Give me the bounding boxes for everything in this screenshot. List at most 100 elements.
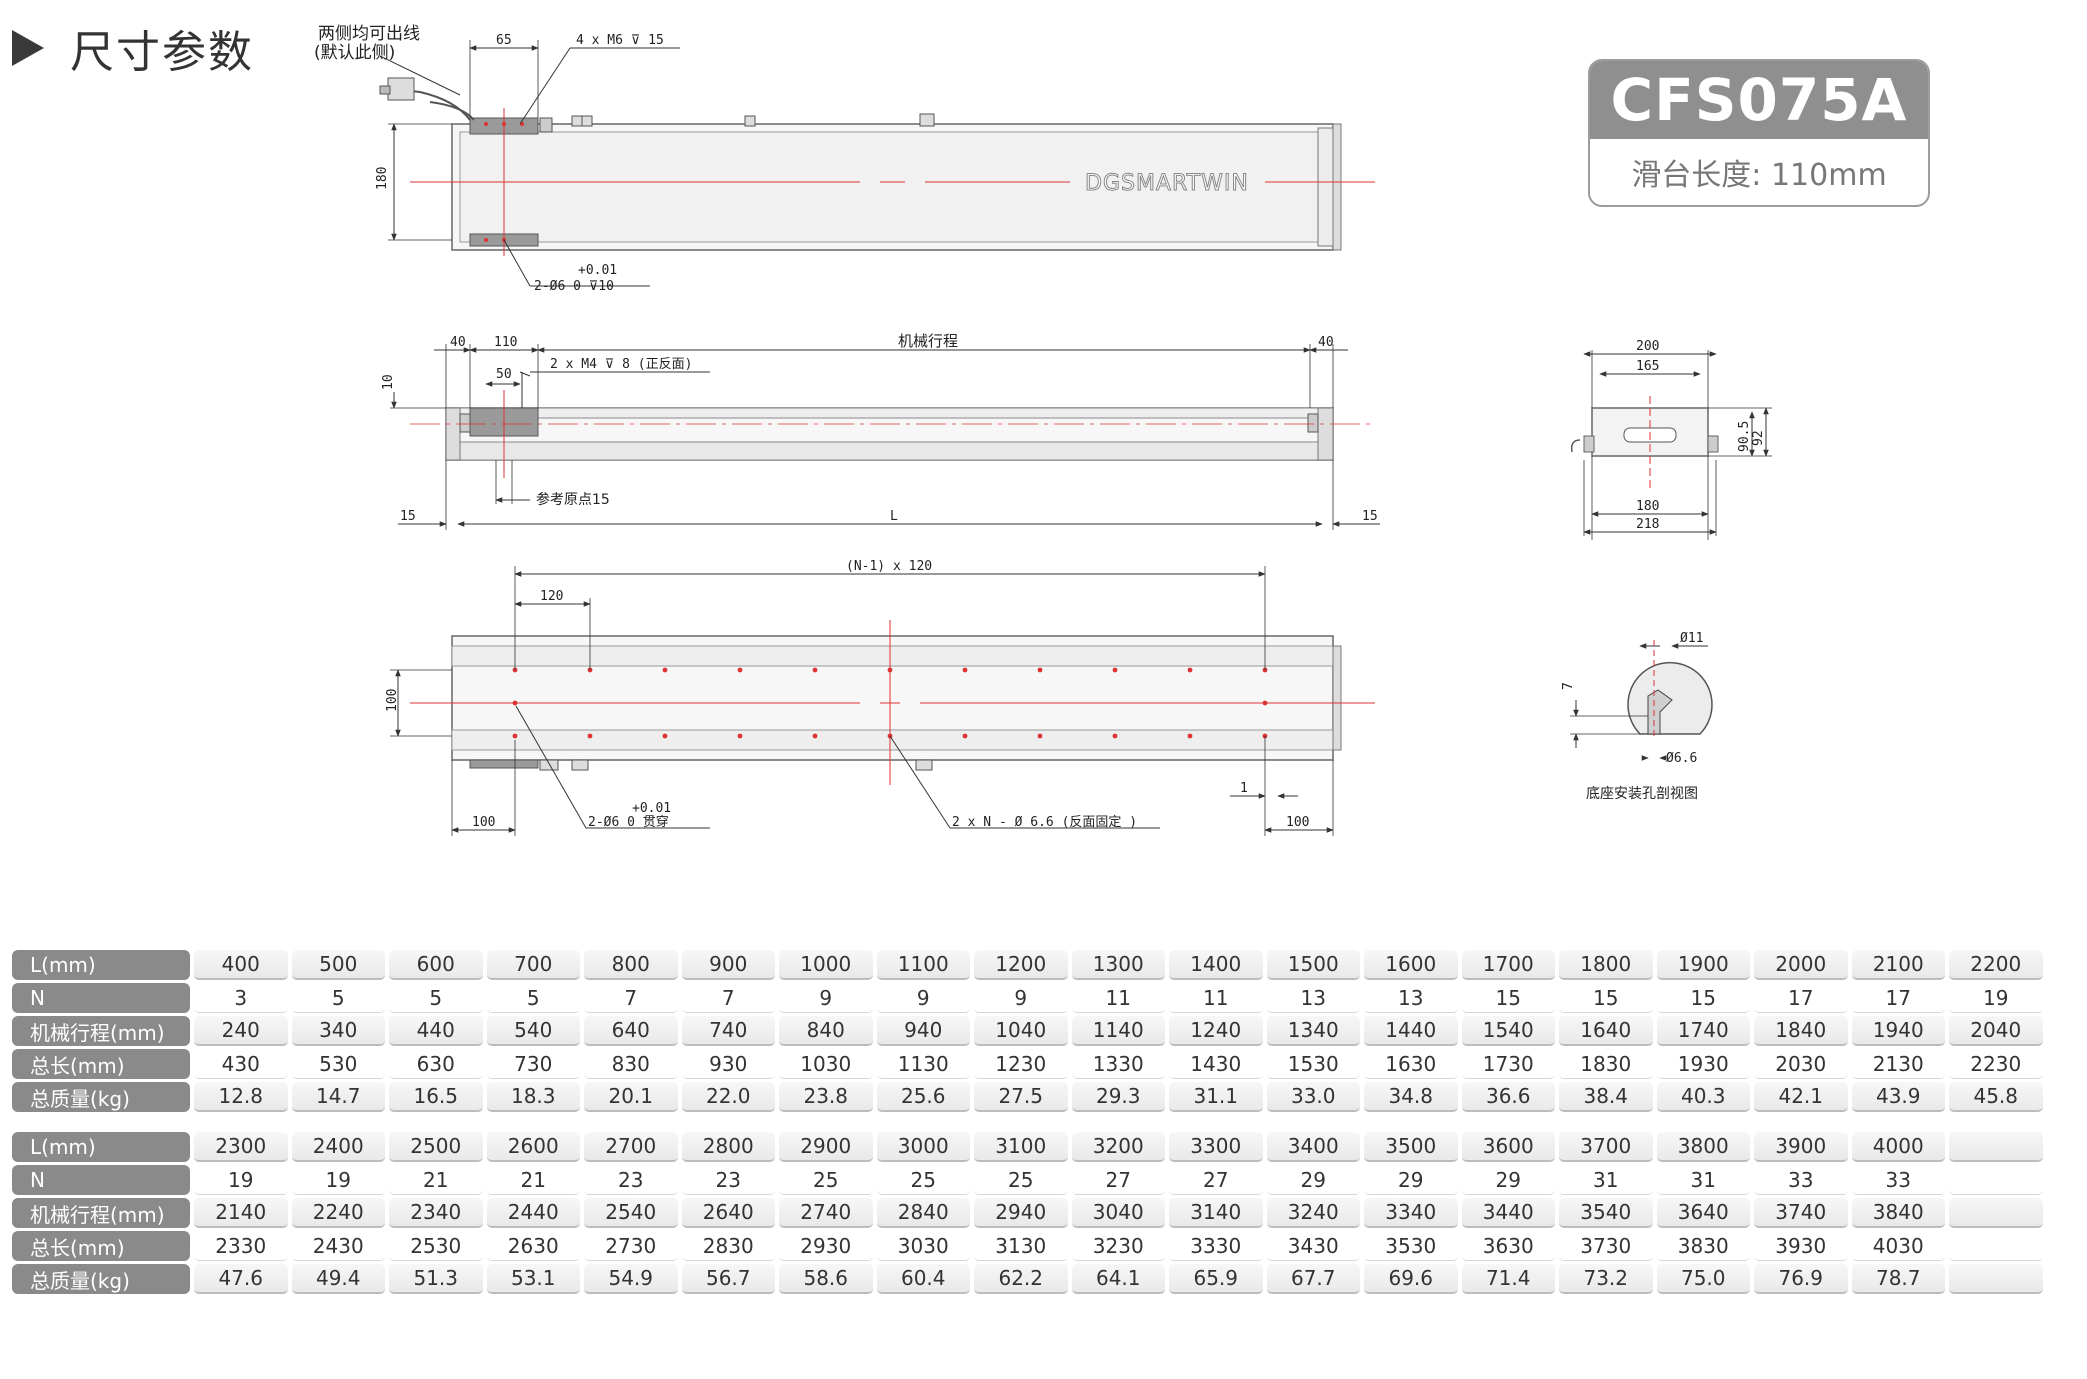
table-cell: 1500	[1266, 950, 1360, 980]
table-cell: 14.7	[291, 1082, 385, 1112]
table-cell: 2730	[584, 1231, 678, 1261]
table-cell: 53.1	[486, 1264, 580, 1294]
table-cell: 1030	[779, 1049, 873, 1079]
table-cell: 1000	[779, 950, 873, 980]
table-cell: 67.7	[1266, 1264, 1360, 1294]
svg-text:40: 40	[450, 335, 466, 350]
table-cell: 7	[584, 983, 678, 1013]
table-cell: 12.8	[194, 1082, 288, 1112]
row-header: 总长(mm)	[12, 1049, 190, 1079]
row-header: L(mm)	[12, 1132, 190, 1162]
table-cell: 2530	[389, 1231, 483, 1261]
row-header: 机械行程(mm)	[12, 1016, 190, 1046]
table-cell: 31	[1656, 1165, 1750, 1195]
table-cell: 54.9	[584, 1264, 678, 1294]
svg-text:L: L	[890, 509, 898, 524]
table-cell: 2500	[389, 1132, 483, 1162]
section-title: 尺寸参数	[70, 27, 254, 78]
table-cell: 530	[291, 1049, 385, 1079]
table-cell: 22.0	[681, 1082, 775, 1112]
table-cell: 27.5	[974, 1082, 1068, 1112]
table-cell: 51.3	[389, 1264, 483, 1294]
table-cell: 3100	[974, 1132, 1068, 1162]
table-cell: 2300	[194, 1132, 288, 1162]
svg-text:2-Ø6 0 贯穿: 2-Ø6 0 贯穿	[588, 814, 669, 830]
table-cell: 19	[291, 1165, 385, 1195]
table-cell: 1430	[1169, 1049, 1263, 1079]
table-cell: 2100	[1851, 950, 1945, 980]
table-cell: 33.0	[1266, 1082, 1360, 1112]
table-cell: 3830	[1656, 1231, 1750, 1261]
table-cell: 1240	[1169, 1016, 1263, 1046]
table-cell: 3130	[974, 1231, 1068, 1261]
table-cell: 640	[584, 1016, 678, 1046]
table-cell: 1200	[974, 950, 1068, 980]
table-cell: 29	[1266, 1165, 1360, 1195]
table-cell: 33	[1754, 1165, 1848, 1195]
table-cell: 2940	[974, 1198, 1068, 1228]
svg-text:2-Ø6 0 ⊽10: 2-Ø6 0 ⊽10	[534, 279, 614, 294]
table-cell: 69.6	[1364, 1264, 1458, 1294]
table-cell: 16.5	[389, 1082, 483, 1112]
table-cell: 3840	[1851, 1198, 1945, 1228]
svg-text:15: 15	[1362, 509, 1378, 524]
end-view: 200 165 90.5 92 180 218	[1570, 339, 1772, 540]
table-cell: 3140	[1169, 1198, 1263, 1228]
table-cell: 1830	[1559, 1049, 1653, 1079]
table-cell: 20.1	[584, 1082, 678, 1112]
table-cell: 2030	[1754, 1049, 1848, 1079]
table-cell: 13	[1364, 983, 1458, 1013]
table-cell: 3240	[1266, 1198, 1360, 1228]
table-cell: 2400	[291, 1132, 385, 1162]
table-cell: 71.4	[1461, 1264, 1555, 1294]
table-cell: 3900	[1754, 1132, 1848, 1162]
table-cell: 2040	[1949, 1016, 2043, 1046]
table-cell: 4030	[1851, 1231, 1945, 1261]
table-cell: 1230	[974, 1049, 1068, 1079]
table-cell: 540	[486, 1016, 580, 1046]
svg-text:200: 200	[1636, 339, 1659, 354]
table-cell: 2800	[681, 1132, 775, 1162]
table-cell: 1900	[1656, 950, 1750, 980]
svg-text:2 x M4 ⊽ 8 (正反面): 2 x M4 ⊽ 8 (正反面)	[550, 357, 692, 372]
table-cell: 75.0	[1656, 1264, 1750, 1294]
table-cell: 3200	[1071, 1132, 1165, 1162]
table-cell: 65.9	[1169, 1264, 1263, 1294]
dimension-drawing: DGSMARTWIN 两侧均可出线 (默认此侧) 65 4 x M6 ⊽ 15 …	[314, 24, 1772, 836]
mount-hole-section: Ø11 7 Ø6.6 底座安装孔剖视图	[1561, 631, 1713, 802]
table-cell: 3400	[1266, 1132, 1360, 1162]
table-cell: 45.8	[1949, 1082, 2043, 1112]
svg-text:(N-1) x 120: (N-1) x 120	[846, 559, 932, 574]
table-cell: 1040	[974, 1016, 1068, 1046]
svg-text:两侧均可出线: 两侧均可出线	[318, 24, 420, 44]
svg-text:Ø6.6: Ø6.6	[1666, 751, 1697, 766]
table-cell: 1600	[1364, 950, 1458, 980]
svg-text:90.5: 90.5	[1737, 421, 1752, 452]
table-cell: 76.9	[1754, 1264, 1848, 1294]
arrow-right-icon	[12, 30, 44, 66]
table-cell: 3530	[1364, 1231, 1458, 1261]
table-cell: 1330	[1071, 1049, 1165, 1079]
table-cell: 940	[876, 1016, 970, 1046]
svg-text:180: 180	[1636, 499, 1659, 514]
svg-text:15: 15	[400, 509, 416, 524]
table-cell: 15	[1461, 983, 1555, 1013]
table-cell: 2900	[779, 1132, 873, 1162]
side-view: 40 110 机械行程 40 50 2 x M4 ⊽ 8 (正反面) 10 参考…	[381, 332, 1380, 530]
table-cell: 11	[1071, 983, 1165, 1013]
table-cell	[1949, 1198, 2043, 1228]
table-cell: 1940	[1851, 1016, 1945, 1046]
table-cell	[1949, 1132, 2043, 1162]
table-cell: 2230	[1949, 1049, 2043, 1079]
table-cell: 3740	[1754, 1198, 1848, 1228]
table-cell: 58.6	[779, 1264, 873, 1294]
table-cell: 440	[389, 1016, 483, 1046]
table-cell: 42.1	[1754, 1082, 1848, 1112]
